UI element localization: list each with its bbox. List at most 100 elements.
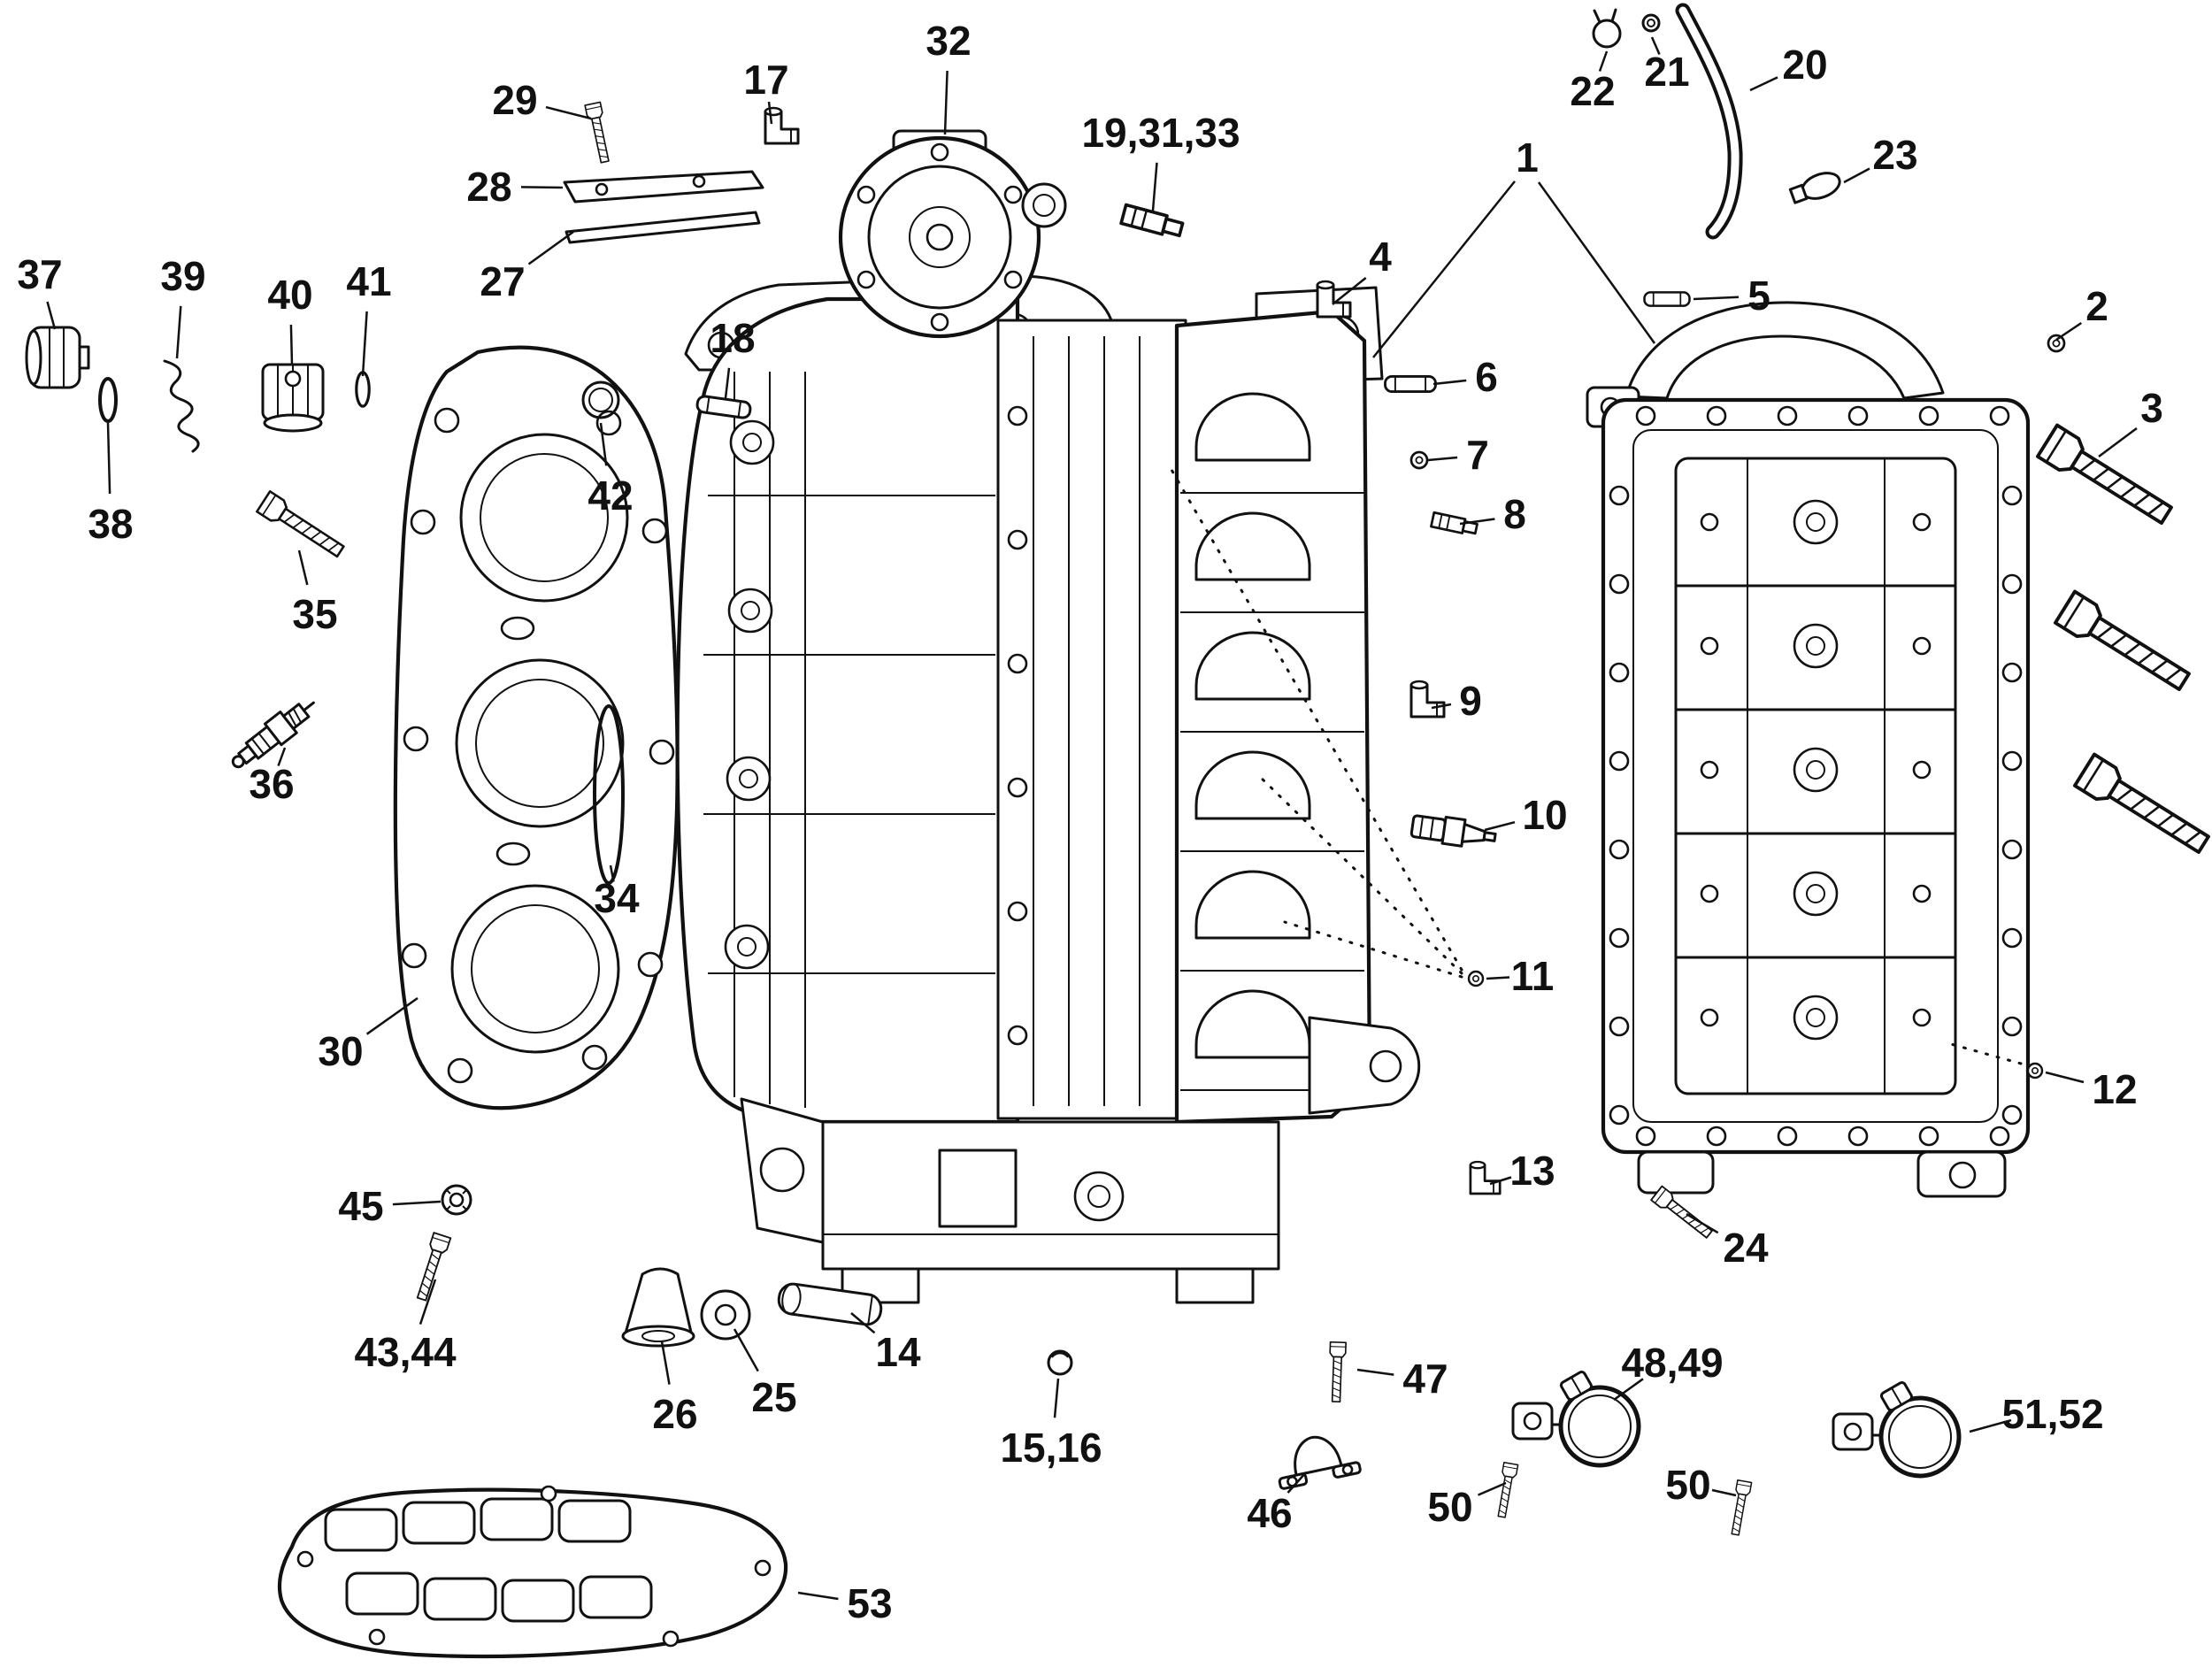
callout-label-21[interactable]: 21 (1644, 49, 1689, 95)
part-50-bolt-left[interactable] (1494, 1462, 1519, 1519)
part-25-washer[interactable] (700, 1289, 751, 1341)
part-32-cover[interactable] (838, 129, 1067, 339)
part-12-plug[interactable] (2026, 1062, 2044, 1080)
part-30-cylinder-head[interactable] (393, 345, 680, 1110)
callout-label-27[interactable]: 27 (480, 258, 525, 304)
callout-label-26[interactable]: 26 (652, 1391, 697, 1437)
callout-label-42[interactable]: 42 (588, 473, 633, 519)
callout-label-50[interactable]: 50 (1427, 1484, 1472, 1530)
callout-label-17[interactable]: 17 (743, 57, 788, 103)
callout-label-34[interactable]: 34 (594, 875, 640, 921)
part-37-thermostat-cap[interactable] (25, 326, 90, 389)
callout-label-46[interactable]: 46 (1247, 1490, 1292, 1536)
callout-label-15-16[interactable]: 15,16 (1000, 1425, 1102, 1471)
part-23-clamp[interactable] (1788, 168, 1844, 207)
callout-label-2[interactable]: 2 (2085, 283, 2108, 329)
callout-label-32[interactable]: 32 (926, 18, 971, 64)
callout-label-3[interactable]: 3 (2140, 385, 2163, 431)
callout-label-51-52[interactable]: 51,52 (2001, 1391, 2103, 1437)
part-5-pin[interactable] (1643, 291, 1691, 307)
part-3-bolt-2[interactable] (2053, 589, 2196, 699)
callout-6-26: 6 (1432, 354, 1498, 400)
leader-line (2045, 1071, 2085, 1084)
part-2-plug[interactable] (2047, 334, 2066, 353)
callout-21-19: 21 (1644, 36, 1690, 95)
part-46-cable-clamp[interactable] (1272, 1429, 1362, 1490)
part-51-52-clamp[interactable] (1832, 1381, 1959, 1476)
callout-label-28[interactable]: 28 (466, 164, 511, 210)
callout-label-4[interactable]: 4 (1369, 234, 1392, 280)
part-34-o-ring[interactable] (593, 704, 625, 885)
part-11-plug[interactable] (1467, 970, 1485, 987)
callout-label-8[interactable]: 8 (1503, 491, 1526, 537)
leader-line (1478, 1481, 1507, 1496)
part-6-pin[interactable] (1384, 375, 1437, 393)
callout-26-37: 26 (652, 1341, 698, 1437)
part-45-lock-washer[interactable] (441, 1184, 472, 1216)
part-48-49-clamp[interactable] (1511, 1371, 1639, 1465)
callout-label-43-44[interactable]: 43,44 (354, 1329, 457, 1375)
callout-label-29[interactable]: 29 (492, 77, 537, 123)
part-10-sensor[interactable] (1409, 811, 1499, 852)
part-13-fitting[interactable] (1469, 1160, 1502, 1195)
part-9-fitting[interactable] (1409, 680, 1446, 718)
callout-label-13[interactable]: 13 (1509, 1148, 1555, 1194)
part-14-spacer[interactable] (777, 1282, 883, 1326)
part-47-bolt[interactable] (1327, 1341, 1348, 1403)
callout-label-18[interactable]: 18 (710, 315, 755, 361)
callout-label-48-49[interactable]: 48,49 (1621, 1340, 1723, 1386)
part-1-cylinder-block[interactable] (675, 129, 1421, 1304)
callout-label-23[interactable]: 23 (1872, 132, 1917, 178)
callout-label-35[interactable]: 35 (292, 591, 337, 637)
part-41-seal[interactable] (355, 371, 371, 408)
callout-label-1[interactable]: 1 (1516, 134, 1539, 181)
callout-label-7[interactable]: 7 (1466, 432, 1489, 478)
callout-label-53[interactable]: 53 (847, 1580, 892, 1626)
callout-label-10[interactable]: 10 (1522, 792, 1567, 838)
callout-label-19-31-33[interactable]: 19,31,33 (1081, 110, 1240, 156)
callout-label-5[interactable]: 5 (1747, 273, 1770, 319)
callout-label-11[interactable]: 11 (1511, 953, 1555, 999)
callout-label-22[interactable]: 22 (1570, 68, 1615, 114)
part-53-gasket[interactable] (277, 1485, 788, 1659)
callout-label-50[interactable]: 50 (1665, 1462, 1710, 1508)
callout-label-37[interactable]: 37 (17, 251, 62, 297)
part-29-bolt[interactable] (584, 101, 614, 165)
callout-label-39[interactable]: 39 (160, 253, 205, 299)
callout-label-25[interactable]: 25 (751, 1374, 796, 1420)
callout-label-45[interactable]: 45 (338, 1183, 383, 1229)
part-27-gasket-strip[interactable] (565, 211, 761, 244)
part-crankcase-cover[interactable] (1586, 301, 2031, 1198)
part-26-grommet[interactable] (621, 1267, 695, 1348)
part-8-fitting[interactable] (1430, 511, 1479, 537)
part-3-bolt-3[interactable] (2072, 752, 2212, 862)
callout-label-36[interactable]: 36 (249, 761, 294, 807)
leader-line (289, 324, 294, 365)
callout-label-41[interactable]: 41 (346, 258, 391, 304)
part-21-fitting[interactable] (1641, 13, 1661, 33)
part-35-bolt[interactable] (256, 490, 349, 563)
callout-label-6[interactable]: 6 (1475, 354, 1498, 400)
callout-label-38[interactable]: 38 (88, 501, 133, 547)
part-3-bolt-1[interactable] (2035, 423, 2178, 533)
part-15-16-plug[interactable] (1047, 1349, 1073, 1376)
callout-label-14[interactable]: 14 (875, 1329, 921, 1375)
part-22-retainer[interactable] (1592, 8, 1622, 49)
part-42-seal-ring[interactable] (581, 380, 620, 419)
leader-line (392, 1200, 442, 1206)
part-50-bolt-right[interactable] (1727, 1479, 1753, 1537)
callout-label-30[interactable]: 30 (318, 1028, 363, 1074)
callout-label-24[interactable]: 24 (1723, 1225, 1769, 1271)
callout-label-40[interactable]: 40 (267, 272, 312, 318)
part-24-bolt[interactable] (1650, 1185, 1716, 1242)
part-28-plate[interactable] (563, 170, 764, 204)
callout-label-9[interactable]: 9 (1459, 678, 1482, 724)
callout-label-20[interactable]: 20 (1782, 42, 1827, 88)
callout-label-47[interactable]: 47 (1402, 1356, 1448, 1402)
callout-label-12[interactable]: 12 (2092, 1066, 2137, 1112)
part-38-o-ring[interactable] (98, 377, 118, 423)
part-39-spring[interactable] (163, 359, 200, 453)
part-7-plug[interactable] (1409, 450, 1429, 470)
part-40-thermostat[interactable] (261, 363, 325, 433)
part-20-hose[interactable] (1675, 3, 1743, 240)
